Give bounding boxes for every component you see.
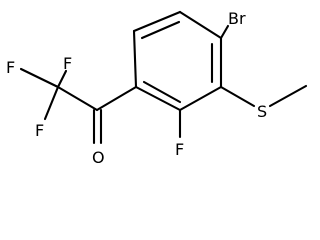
ring-bond-bottom-left — [134, 85, 182, 112]
ring-bond-left — [132, 29, 138, 89]
ring-bond-bottom-right — [178, 85, 223, 112]
atom-label-o: O — [92, 148, 105, 167]
atom-label-s: S — [257, 102, 267, 121]
bond-cf3-to-f-top — [56, 69, 68, 89]
atom-label-f-ring: F — [175, 140, 184, 159]
ring-bond-top — [132, 10, 182, 33]
ring-inner-bond-top — [140, 20, 181, 40]
bond-ring-to-br — [219, 24, 230, 40]
atom-label-f-cf3-left: F — [6, 58, 15, 77]
molecule-structure: Br S F O F F F — [6, 9, 308, 167]
bond-ring-to-carbonyl — [95, 85, 138, 112]
bond-carbonyl-to-cf3 — [56, 85, 99, 112]
atom-label-f-cf3-bottom: F — [35, 121, 44, 140]
ring-inner-bond-bottom — [142, 80, 182, 104]
bond-cf3-to-f-left — [19, 67, 60, 89]
ring-bond-top-right — [178, 10, 223, 40]
bond-cf3-to-f-bottom — [43, 85, 60, 121]
atom-label-br: Br — [228, 9, 246, 28]
atom-label-f-cf3-top: F — [63, 54, 72, 73]
bond-ring-to-s — [219, 85, 256, 108]
bond-s-to-methyl — [268, 84, 308, 108]
